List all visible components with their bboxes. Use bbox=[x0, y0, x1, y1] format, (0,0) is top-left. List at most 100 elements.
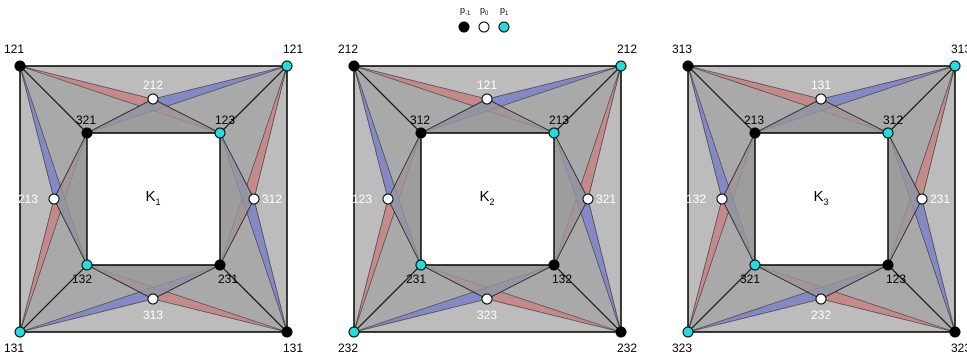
vertex-mid-top bbox=[815, 93, 827, 105]
corner-edge-0 bbox=[19, 65, 88, 134]
corner-edge-3 bbox=[219, 264, 288, 333]
vertex-mid-top bbox=[147, 93, 159, 105]
mid-label-right: 321 bbox=[596, 192, 616, 206]
vertex-mid-bottom bbox=[815, 293, 827, 305]
corner-label-tr: 212 bbox=[617, 42, 637, 56]
mid-label-bottom: 323 bbox=[477, 308, 497, 322]
vertex-inner-tl bbox=[749, 127, 761, 139]
vertex-corner-br bbox=[281, 326, 293, 338]
vertex-mid-left bbox=[48, 193, 60, 205]
corner-label-br: 131 bbox=[283, 341, 303, 355]
vertex-inner-br bbox=[548, 259, 560, 271]
inner-label-tl: 321 bbox=[76, 113, 96, 127]
corner-label-tl: 121 bbox=[4, 42, 24, 56]
corner-label-tr: 313 bbox=[951, 42, 967, 56]
vertex-corner-tl bbox=[682, 60, 694, 72]
corner-label-bl: 232 bbox=[338, 341, 358, 355]
corner-edge-2 bbox=[687, 264, 756, 333]
vertex-inner-bl bbox=[415, 259, 427, 271]
inner-label-tr: 312 bbox=[883, 113, 903, 127]
mid-label-right: 312 bbox=[262, 192, 282, 206]
legend-swatch-2 bbox=[498, 21, 510, 33]
vertex-mid-top bbox=[481, 93, 493, 105]
inner-label-br: 132 bbox=[552, 272, 572, 286]
vertex-corner-bl bbox=[682, 326, 694, 338]
mid-label-right: 231 bbox=[930, 192, 950, 206]
corner-label-tl: 313 bbox=[672, 42, 692, 56]
complex-title: K3 bbox=[814, 188, 829, 207]
vertex-mid-right bbox=[248, 193, 260, 205]
vertex-inner-bl bbox=[749, 259, 761, 271]
vertex-corner-tr bbox=[615, 60, 627, 72]
vertex-mid-bottom bbox=[481, 293, 493, 305]
inner-label-tl: 312 bbox=[410, 113, 430, 127]
corner-edge-2 bbox=[19, 264, 88, 333]
inner-label-bl: 132 bbox=[72, 272, 92, 286]
legend-swatch-0 bbox=[458, 21, 470, 33]
vertex-inner-tr bbox=[882, 127, 894, 139]
corner-edge-0 bbox=[353, 65, 422, 134]
corner-label-bl: 131 bbox=[4, 341, 24, 355]
vertex-inner-br bbox=[214, 259, 226, 271]
complex-title-sub: 2 bbox=[490, 197, 495, 207]
corner-edge-2 bbox=[353, 264, 422, 333]
corner-label-bl: 323 bbox=[672, 341, 692, 355]
corner-edge-1 bbox=[553, 65, 622, 134]
legend-label-sub: 1 bbox=[505, 11, 509, 17]
mid-label-top: 131 bbox=[811, 78, 831, 92]
corner-edge-1 bbox=[887, 65, 956, 134]
vertex-mid-left bbox=[382, 193, 394, 205]
vertex-inner-br bbox=[882, 259, 894, 271]
mid-label-bottom: 232 bbox=[811, 308, 831, 322]
mid-label-bottom: 313 bbox=[143, 308, 163, 322]
legend-label-base: p bbox=[500, 5, 505, 15]
vertex-corner-tr bbox=[949, 60, 961, 72]
inner-label-br: 123 bbox=[886, 272, 906, 286]
vertex-corner-tr bbox=[281, 60, 293, 72]
mid-label-left: 132 bbox=[686, 192, 706, 206]
corner-edge-0 bbox=[687, 65, 756, 134]
corner-edge-1 bbox=[219, 65, 288, 134]
legend-label-0: p-1 bbox=[460, 5, 471, 17]
complex-title-sub: 3 bbox=[824, 197, 829, 207]
complex-title-base: K bbox=[146, 188, 156, 205]
vertex-corner-bl bbox=[348, 326, 360, 338]
mid-label-left: 213 bbox=[18, 192, 38, 206]
vertex-inner-bl bbox=[81, 259, 93, 271]
complex-panel-3: K3313313323323213312321123131132231232 bbox=[672, 42, 967, 355]
vertex-corner-bl bbox=[14, 326, 26, 338]
legend-swatch-1 bbox=[478, 21, 490, 33]
vertex-corner-br bbox=[949, 326, 961, 338]
vertex-inner-tr bbox=[214, 127, 226, 139]
corner-label-tl: 212 bbox=[338, 42, 358, 56]
corner-label-br: 323 bbox=[951, 341, 967, 355]
vertex-inner-tr bbox=[548, 127, 560, 139]
corner-edge-3 bbox=[553, 264, 622, 333]
complex-title-base: K bbox=[480, 188, 490, 205]
complex-title: K1 bbox=[146, 188, 161, 207]
complex-title-base: K bbox=[814, 188, 824, 205]
mid-label-top: 212 bbox=[143, 78, 163, 92]
legend-label-1: p0 bbox=[480, 5, 489, 17]
inner-label-tr: 123 bbox=[215, 113, 235, 127]
complex-title-sub: 1 bbox=[156, 197, 161, 207]
mid-label-left: 123 bbox=[352, 192, 372, 206]
vertex-mid-left bbox=[716, 193, 728, 205]
legend-label-sub: 0 bbox=[485, 11, 489, 17]
legend-label-2: p1 bbox=[500, 5, 509, 17]
vertex-corner-br bbox=[615, 326, 627, 338]
inner-label-br: 231 bbox=[218, 272, 238, 286]
vertex-corner-tl bbox=[14, 60, 26, 72]
legend-label-base: p bbox=[460, 5, 465, 15]
corner-edge-3 bbox=[887, 264, 956, 333]
inner-label-bl: 321 bbox=[740, 272, 760, 286]
legend-label-base: p bbox=[480, 5, 485, 15]
vertex-corner-tl bbox=[348, 60, 360, 72]
vertex-mid-bottom bbox=[147, 293, 159, 305]
corner-label-tr: 121 bbox=[283, 42, 303, 56]
inner-label-tr: 213 bbox=[549, 113, 569, 127]
